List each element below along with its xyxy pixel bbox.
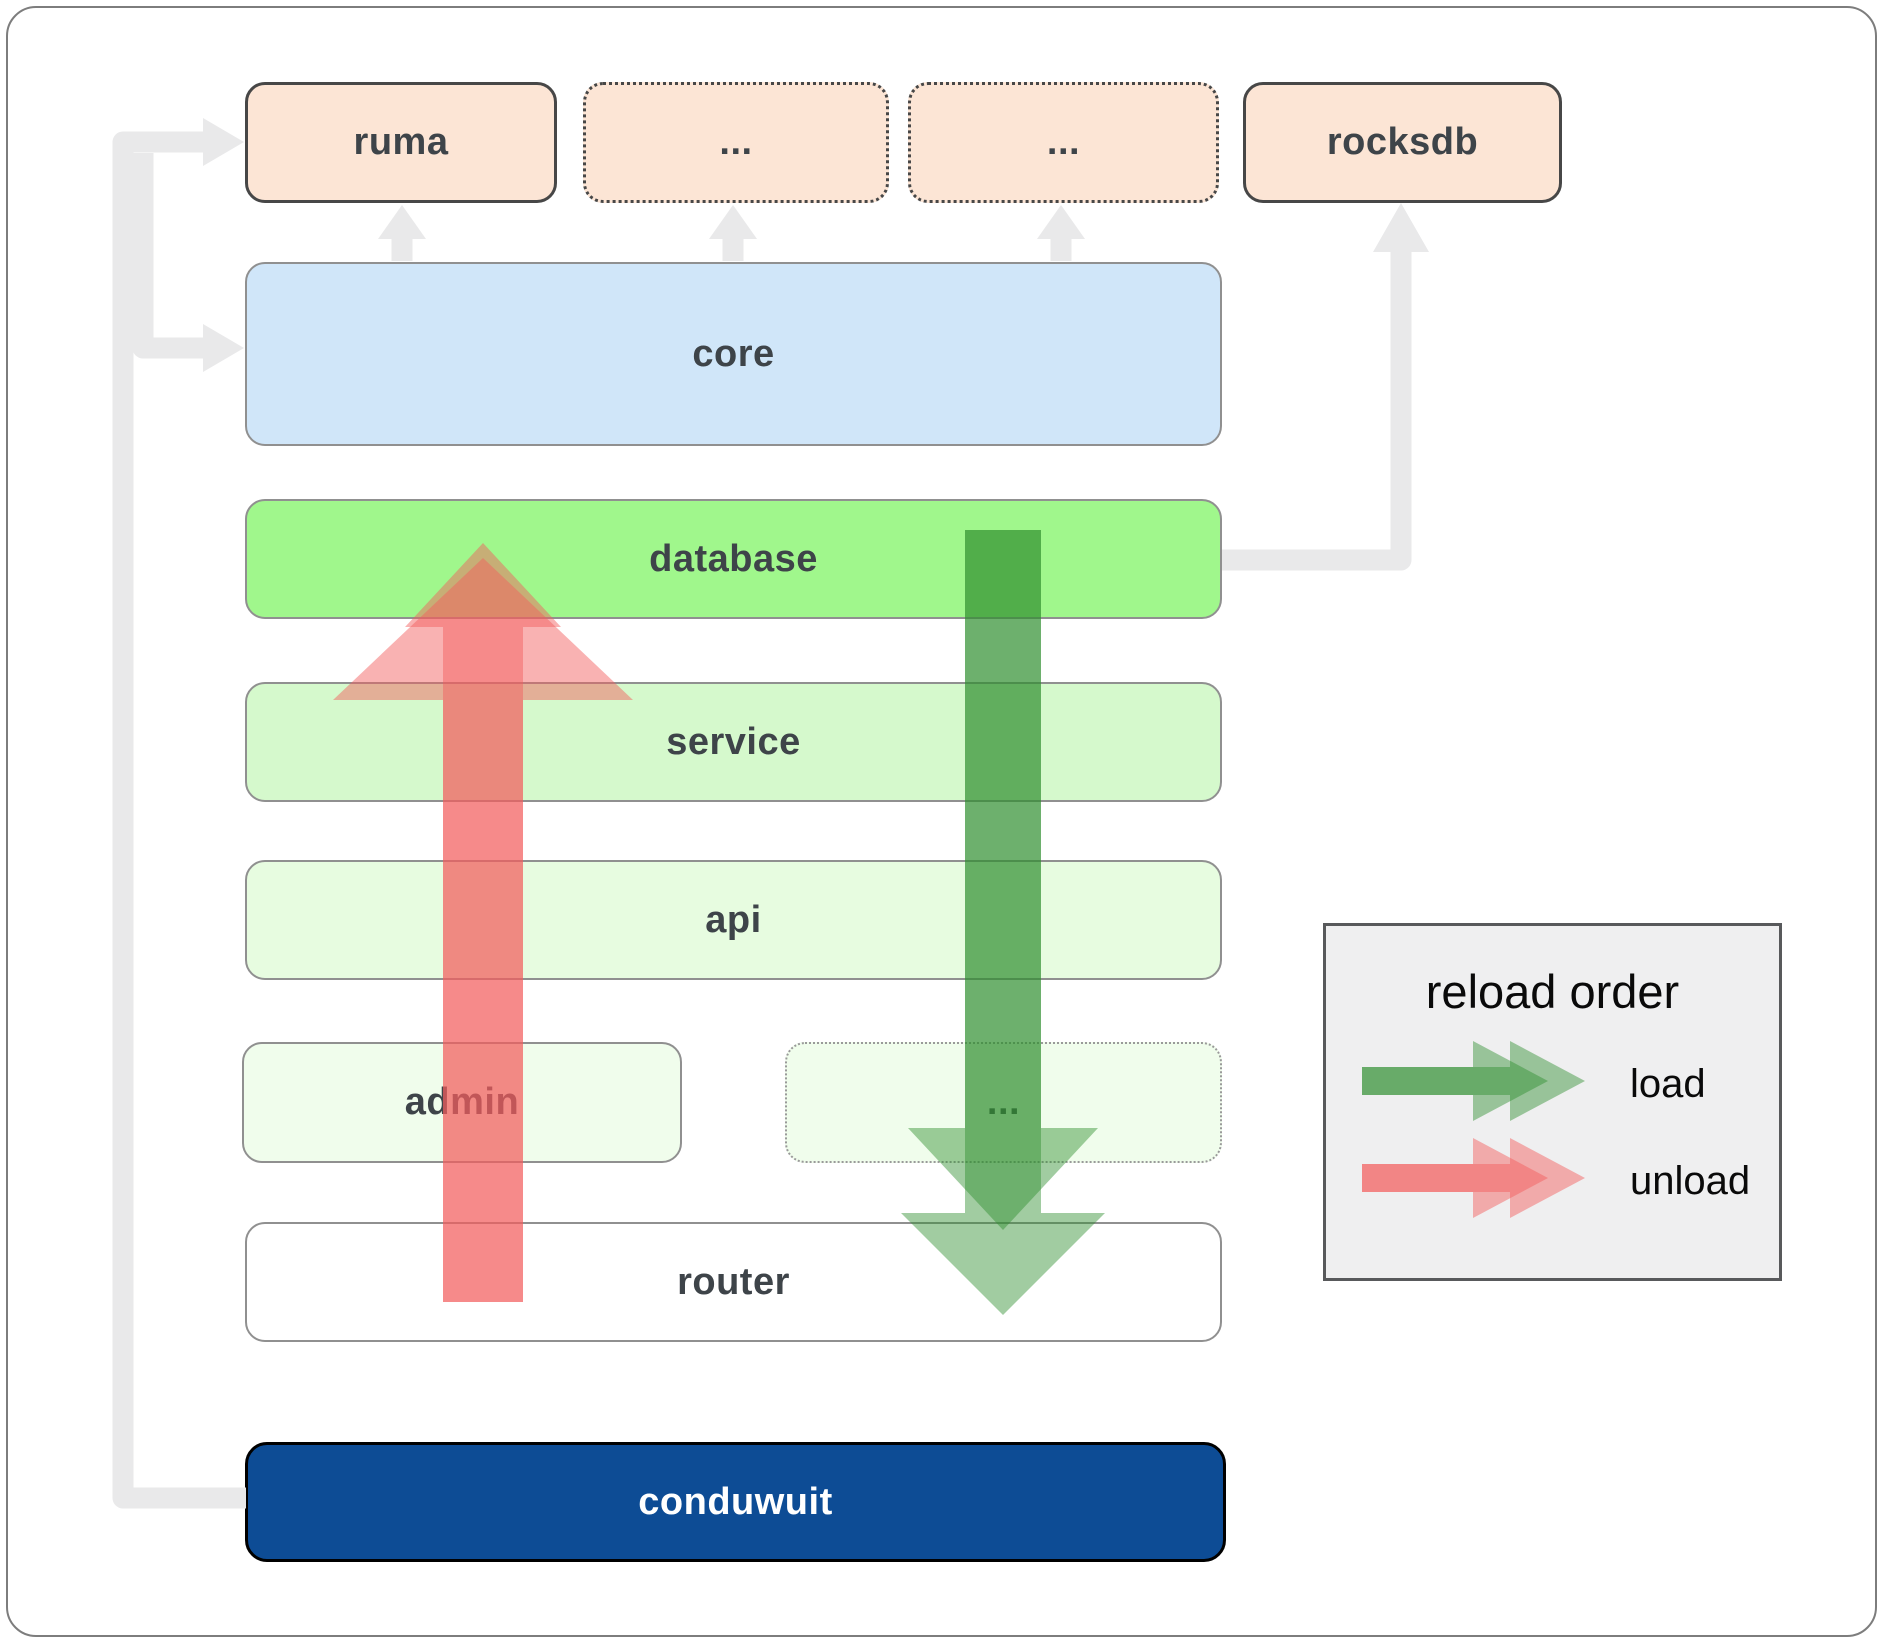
box-rocksdb: rocksdb (1243, 82, 1562, 203)
box-admin: admin (242, 1042, 682, 1163)
box-ellipsis-1-label: ... (719, 121, 753, 163)
box-rocksdb-label: rocksdb (1326, 121, 1479, 163)
box-ellipsis-1: ... (583, 82, 889, 203)
box-ruma: ruma (245, 82, 557, 203)
legend-reload-order: reload order load unload (1323, 923, 1782, 1281)
box-conduwuit: conduwuit (245, 1442, 1226, 1562)
box-core-label: core (692, 332, 775, 375)
box-database: database (245, 499, 1222, 619)
box-service-label: service (666, 720, 801, 763)
box-ellipsis-3: ... (785, 1042, 1222, 1163)
box-router-label: router (677, 1260, 790, 1303)
box-ellipsis-2-label: ... (1046, 121, 1081, 163)
legend-unload-label: unload (1630, 1159, 1751, 1203)
box-ellipsis-2: ... (908, 82, 1219, 203)
legend-title: reload order (1425, 965, 1680, 1018)
box-core: core (245, 262, 1222, 446)
box-service: service (245, 682, 1222, 802)
box-database-label: database (649, 537, 818, 580)
box-api-label: api (705, 898, 762, 941)
box-admin-label: admin (404, 1081, 520, 1123)
page-border (6, 6, 1877, 1637)
box-api: api (245, 860, 1222, 980)
box-ellipsis-3-label: ... (986, 1081, 1021, 1123)
legend-load-label: load (1630, 1062, 1706, 1106)
box-ruma-label: ruma (353, 121, 449, 163)
box-conduwuit-label: conduwuit (638, 1480, 833, 1523)
box-router: router (245, 1222, 1222, 1342)
